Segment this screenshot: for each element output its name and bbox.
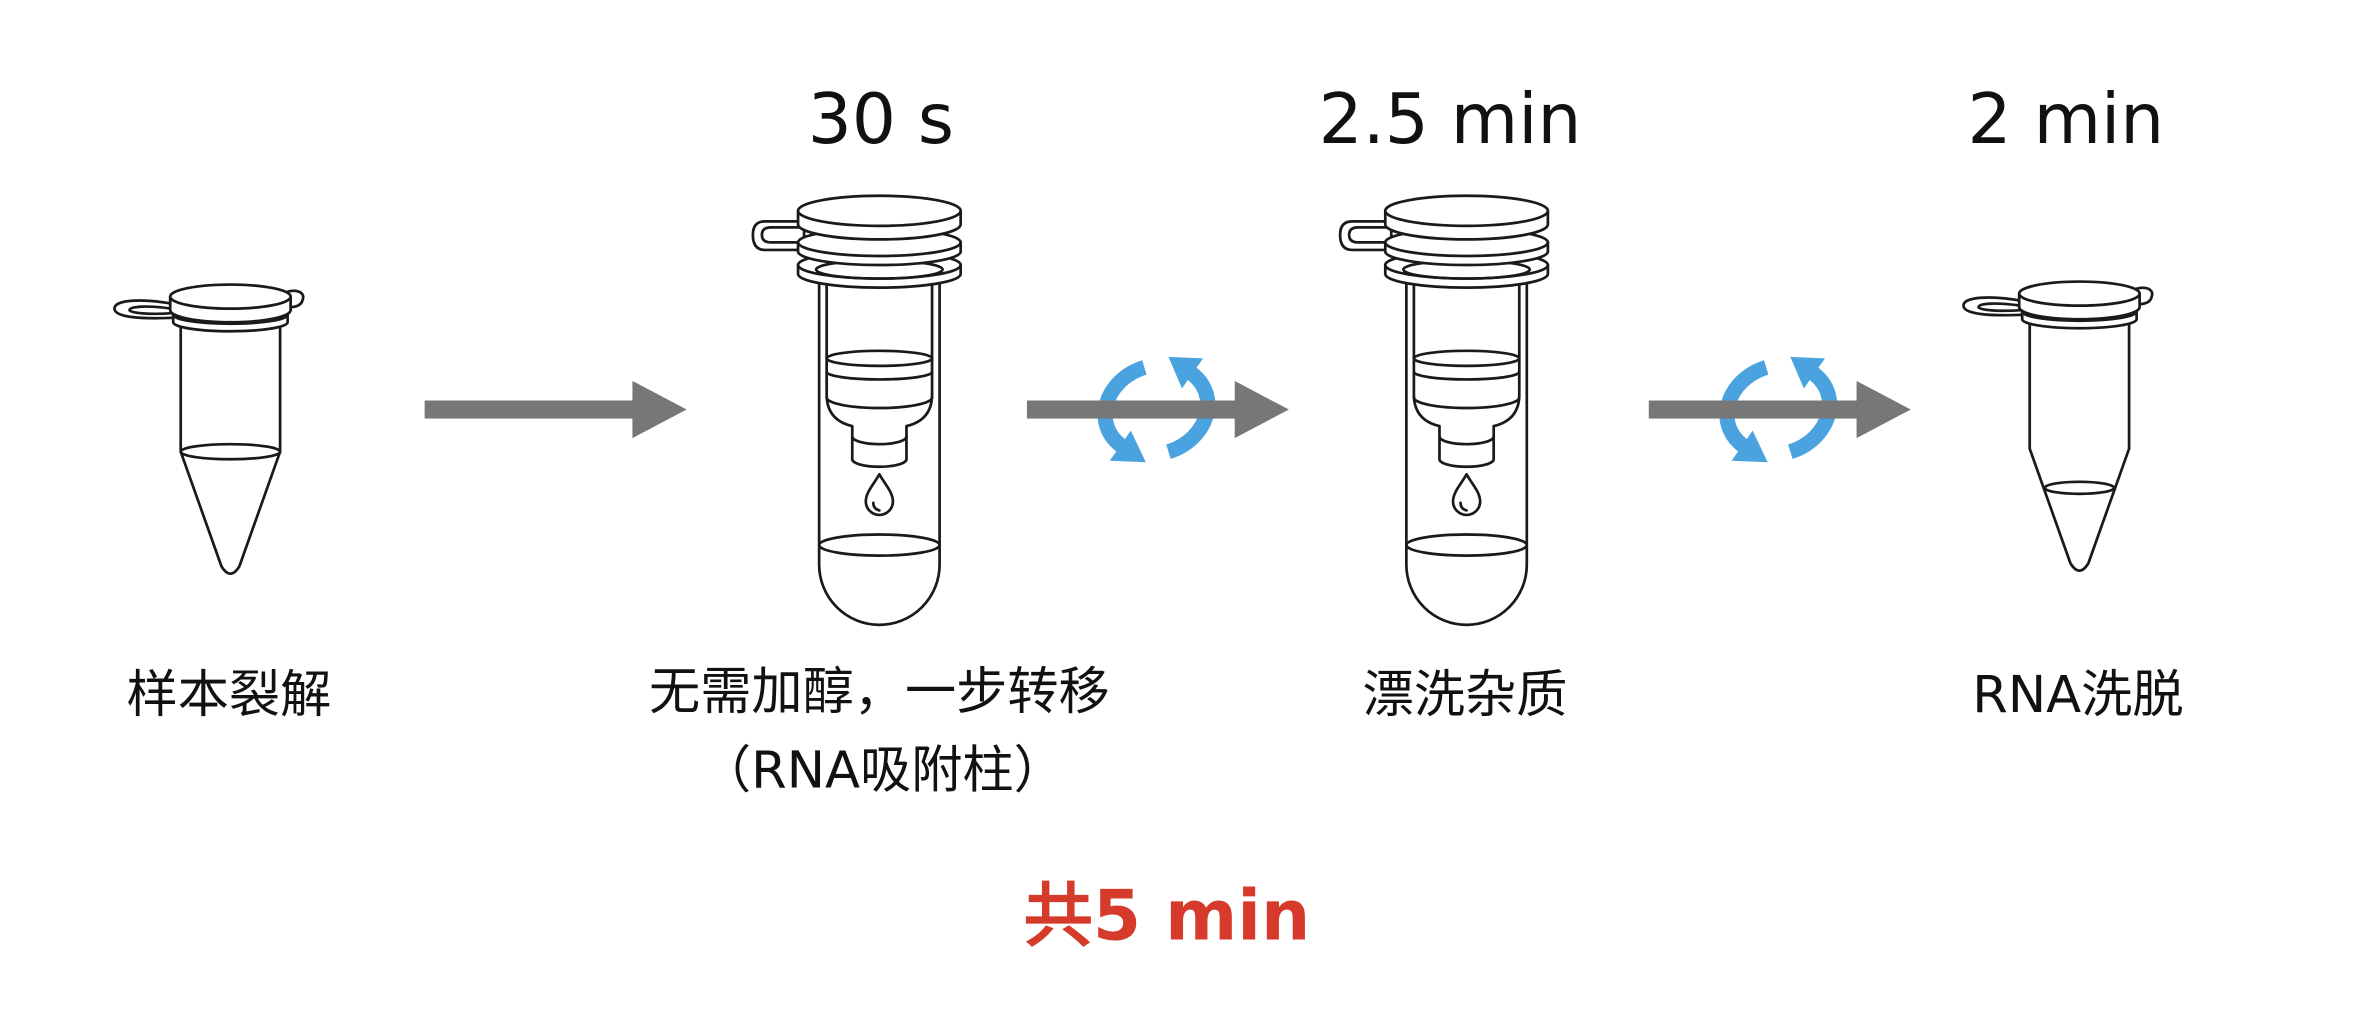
step-2: 30 s 无需加醇，一步转移 （RNA吸附柱）	[649, 80, 1110, 800]
step-label: 样本裂解	[127, 665, 332, 725]
transition-3	[1648, 357, 1911, 462]
step-label: 无需加醇，一步转移	[649, 662, 1110, 722]
step-3: 2.5 min 漂洗杂质	[1319, 80, 1582, 725]
spin-column-icon	[751, 194, 963, 627]
step-label: RNA洗脱	[1972, 665, 2183, 725]
microcentrifuge-tube-icon	[1962, 280, 2154, 573]
step-label: 漂洗杂质	[1363, 665, 1568, 725]
arrow-right-icon	[424, 380, 687, 439]
step-duration: 30 s	[808, 80, 954, 160]
step-duration: 2.5 min	[1319, 80, 1582, 160]
step-duration: 2 min	[1968, 80, 2165, 160]
spin-column-icon	[1338, 194, 1550, 627]
arrow-right-icon	[1026, 380, 1289, 439]
total-duration: 共5 min	[1024, 877, 1311, 957]
microcentrifuge-tube-icon	[113, 283, 305, 576]
step-sublabel: （RNA吸附柱）	[700, 740, 1065, 800]
arrow-right-icon	[1648, 380, 1911, 439]
transition-1	[424, 380, 687, 439]
step-4: 2 min RNA洗脱	[1962, 80, 2184, 725]
transition-2	[1026, 357, 1289, 462]
step-1: 样本裂解	[113, 283, 332, 725]
